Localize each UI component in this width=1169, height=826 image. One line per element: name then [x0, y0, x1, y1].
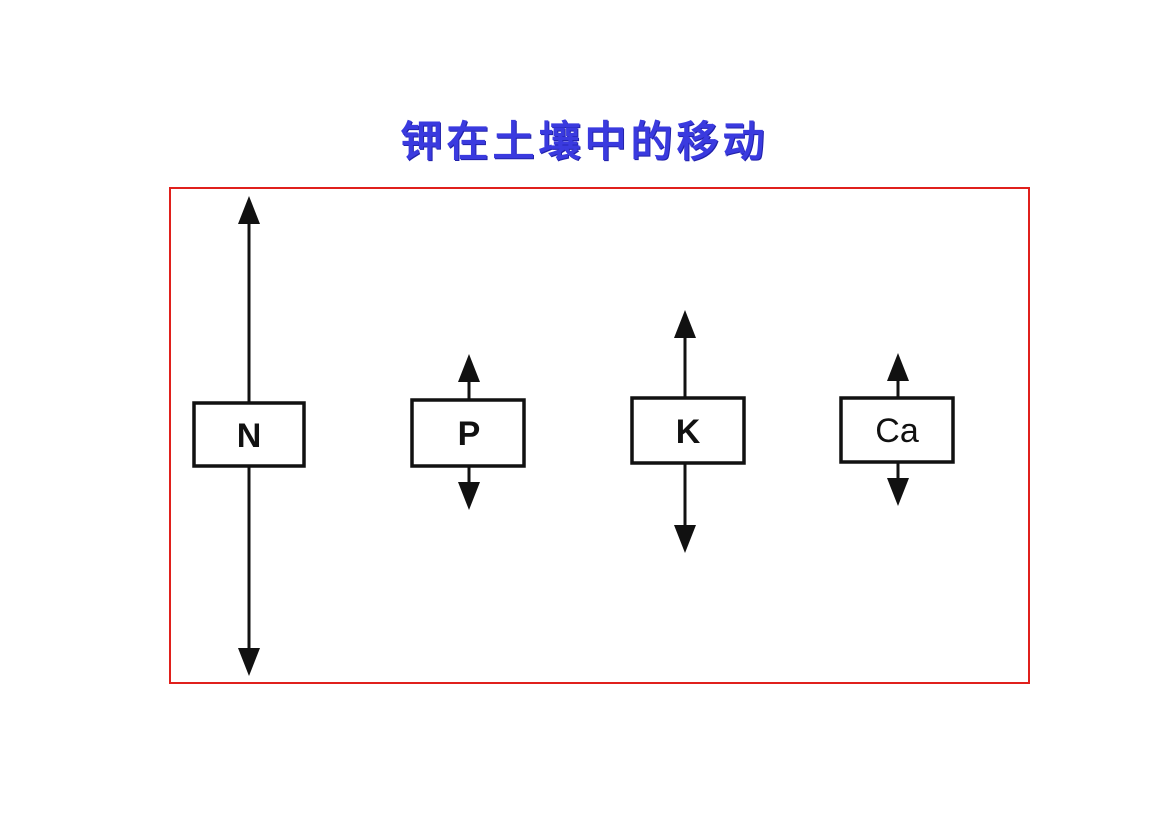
k-box — [630, 396, 746, 465]
nutrient-ca-group: Ca — [839, 353, 955, 506]
n-down-arrowhead-icon — [238, 648, 260, 676]
ca-down-arrowhead-icon — [887, 478, 909, 506]
p-up-arrowhead-icon — [458, 354, 480, 382]
p-box — [410, 398, 526, 468]
nutrient-k-group: K — [630, 310, 746, 553]
p-down-arrowhead-icon — [458, 482, 480, 510]
ca-up-arrowhead-icon — [887, 353, 909, 381]
k-down-arrowhead-icon — [674, 525, 696, 553]
k-up-arrowhead-icon — [674, 310, 696, 338]
n-box — [192, 401, 306, 468]
n-label: N — [237, 417, 262, 455]
nutrient-p-group: P — [410, 354, 526, 510]
ca-label: Ca — [875, 412, 919, 450]
slide-title: 钾在土壤中的移动 — [400, 117, 769, 166]
ca-box — [839, 396, 955, 464]
p-label: P — [458, 415, 481, 453]
k-label: K — [676, 413, 701, 451]
nutrient-n-group: N — [192, 196, 306, 676]
n-up-arrowhead-icon — [238, 196, 260, 224]
